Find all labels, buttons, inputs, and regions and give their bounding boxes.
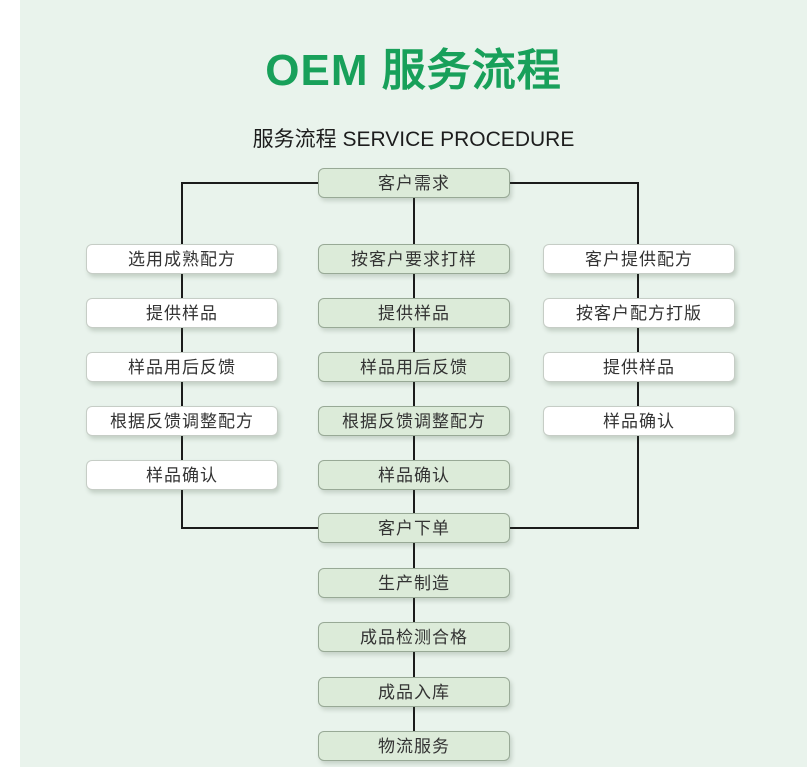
flow-box-middle-4: 根据反馈调整配方 <box>318 406 510 436</box>
flow-box-warehousing: 成品入库 <box>318 677 510 707</box>
page-title: OEM 服务流程 <box>265 46 562 95</box>
flow-box-right-4: 样品确认 <box>543 406 735 436</box>
flow-box-middle-5: 样品确认 <box>318 460 510 490</box>
flow-box-middle-3: 样品用后反馈 <box>318 352 510 382</box>
flow-box-customer-demand: 客户需求 <box>318 168 510 198</box>
connector-top-left-horizontal <box>181 182 321 184</box>
flow-box-customer-order: 客户下单 <box>318 513 510 543</box>
flow-box-inspection: 成品检测合格 <box>318 622 510 652</box>
flow-box-right-3: 提供样品 <box>543 352 735 382</box>
flow-box-middle-1: 按客户要求打样 <box>318 244 510 274</box>
flow-box-middle-2: 提供样品 <box>318 298 510 328</box>
flow-box-left-5: 样品确认 <box>86 460 278 490</box>
left-white-margin <box>0 0 20 767</box>
connector-bottom-left-horizontal <box>181 527 321 529</box>
flow-box-left-3: 样品用后反馈 <box>86 352 278 382</box>
flow-box-right-2: 按客户配方打版 <box>543 298 735 328</box>
flow-box-production: 生产制造 <box>318 568 510 598</box>
flow-box-logistics: 物流服务 <box>318 731 510 761</box>
flow-box-right-1: 客户提供配方 <box>543 244 735 274</box>
flow-box-left-1: 选用成熟配方 <box>86 244 278 274</box>
connector-top-right-horizontal <box>507 182 639 184</box>
connector-bottom-right-horizontal <box>507 527 639 529</box>
page-subtitle: 服务流程 SERVICE PROCEDURE <box>252 128 575 151</box>
flow-box-left-2: 提供样品 <box>86 298 278 328</box>
flow-box-left-4: 根据反馈调整配方 <box>86 406 278 436</box>
